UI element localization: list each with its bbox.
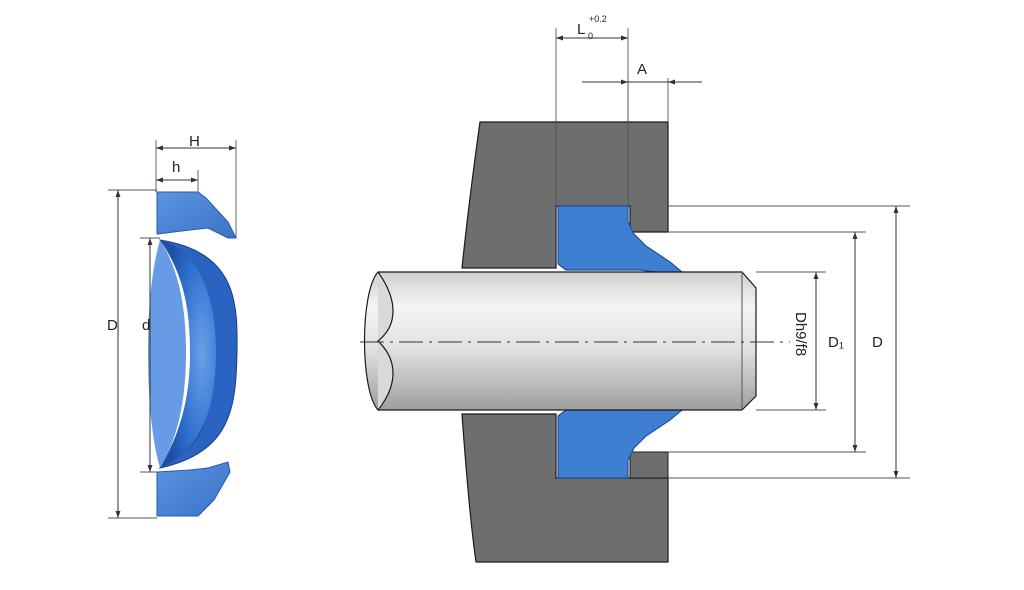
label-A: A <box>637 61 647 78</box>
label-h: h <box>172 159 180 176</box>
label-L-subscript: 0 <box>588 31 593 41</box>
label-seal-D: D <box>107 317 118 334</box>
seal-ring-face <box>160 240 216 468</box>
rod-break-line <box>377 271 394 411</box>
rod <box>360 271 790 411</box>
label-seal-d: d <box>142 317 150 334</box>
install-dimensions: D D₁ Dh9/f8 L +0.2 0 A <box>555 14 910 479</box>
seal-perspective <box>148 191 238 517</box>
label-L-tolerance: +0.2 <box>589 14 607 24</box>
housing-top <box>461 121 669 269</box>
housing-bottom <box>461 413 669 563</box>
label-housing-D: D <box>872 334 883 351</box>
label-L: L <box>577 21 585 38</box>
label-H: H <box>189 133 200 150</box>
label-rod-diameter: Dh9/f8 <box>792 312 809 356</box>
rod-body <box>363 271 757 411</box>
seal-dimensions: H h D d <box>107 133 237 519</box>
seal-top-section <box>156 191 237 239</box>
seal-ring-inner <box>148 240 186 468</box>
housing-bottom-step <box>629 451 669 479</box>
seal-bottom-section <box>156 461 231 517</box>
label-D1: D₁ <box>828 334 844 351</box>
